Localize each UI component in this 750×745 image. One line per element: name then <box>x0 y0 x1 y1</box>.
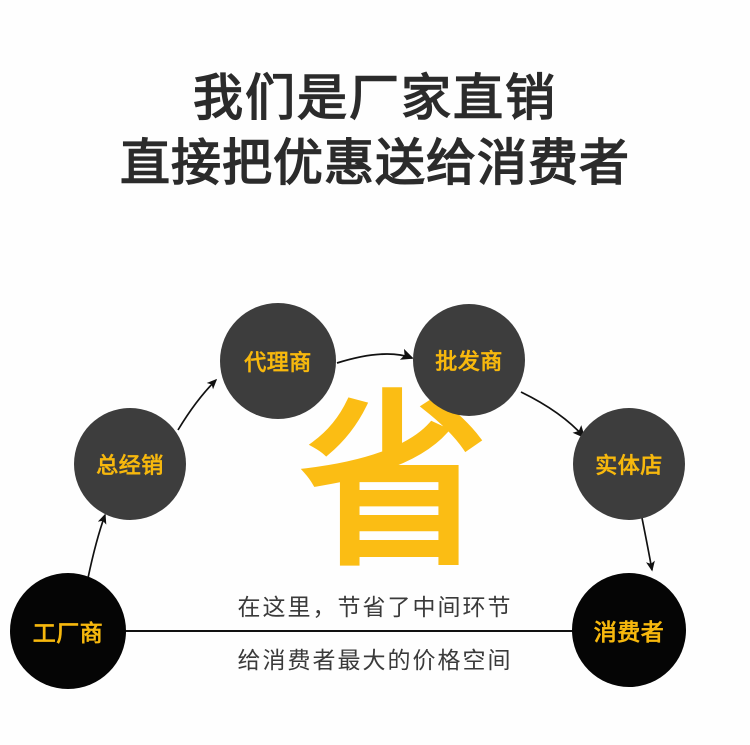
headline-line-1: 我们是厂家直销 <box>193 70 557 126</box>
node-zongjingxiao[interactable]: 总经销 <box>74 408 186 520</box>
node-pifashang[interactable]: 批发商 <box>413 304 525 416</box>
node-label-shitidian: 实体店 <box>595 453 663 478</box>
node-label-zongjingxiao: 总经销 <box>96 453 164 478</box>
caption-line-1: 在这里，节省了中间环节 <box>237 594 513 620</box>
caption-line-2: 给消费者最大的价格空间 <box>237 647 513 673</box>
arrow-distributor-to-agent <box>177 378 218 431</box>
save-glyph: 省 <box>300 374 488 593</box>
node-dailishang[interactable]: 代理商 <box>220 303 336 419</box>
arrow-factory-to-distributor <box>87 513 107 579</box>
node-gongchang[interactable]: 工厂商 <box>10 573 126 689</box>
node-label-gongchang: 工厂商 <box>32 620 104 646</box>
headline-line-2: 直接把优惠送给消费者 <box>120 135 630 191</box>
node-shitidian[interactable]: 实体店 <box>573 408 685 520</box>
node-label-dailishang: 代理商 <box>244 350 312 375</box>
headline: 我们是厂家直销 直接把优惠送给消费者 <box>0 66 750 196</box>
arrow-agent-to-wholesaler <box>336 348 414 364</box>
node-xiaofeizhe[interactable]: 消费者 <box>572 573 686 687</box>
arrow-store-to-consumer <box>641 517 655 572</box>
node-label-pifashang: 批发商 <box>435 349 503 374</box>
node-label-xiaofeizhe: 消费者 <box>593 619 665 645</box>
arrow-wholesaler-to-store <box>520 391 586 439</box>
